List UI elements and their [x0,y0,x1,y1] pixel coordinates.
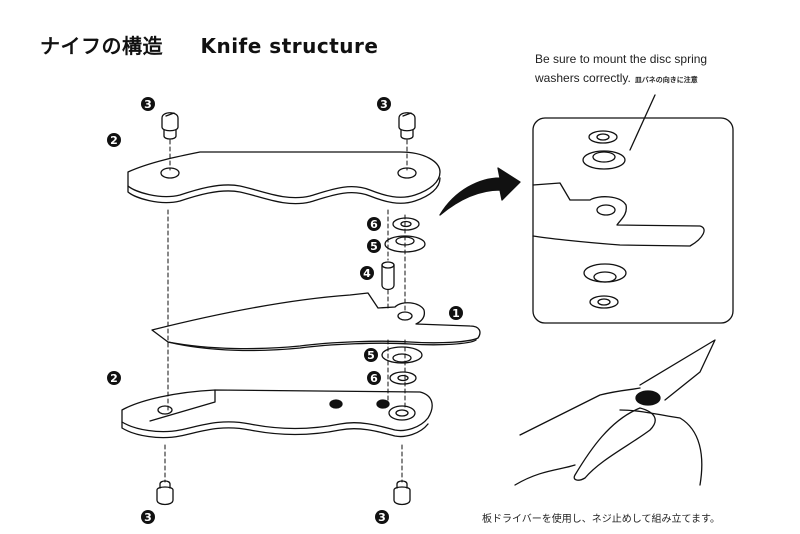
svg-text:4: 4 [363,267,371,280]
svg-text:5: 5 [367,349,375,362]
hand-lower [514,464,576,486]
svg-text:5: 5 [370,240,378,253]
disc-spring-bottom [381,346,423,364]
badge-part-2: 2 [107,371,121,385]
badge-part-5: 5 [364,348,378,362]
screw-hole [157,405,173,415]
handle-plate-outline [127,151,441,199]
badge-part-6: 6 [367,371,381,385]
blade [151,292,481,352]
assembly-hands-illustration [514,339,716,486]
badge-part-3: 3 [141,510,155,524]
badge-part-3: 3 [375,510,389,524]
liner-lock [149,389,216,422]
svg-text:1: 1 [452,307,460,320]
washer-note: Be sure to mount the disc spring washers… [535,50,707,90]
top-handle-plate [127,151,441,205]
badge-part-4: 4 [360,266,374,280]
svg-text:2: 2 [110,134,118,147]
note-japanese: 皿バネの向きに注意 [634,77,698,84]
washer-bottom [389,371,417,385]
knife-handle [573,407,656,481]
title-english: Knife structure [200,34,379,58]
blade-outline [151,292,481,350]
driver-grip [635,390,661,406]
bottom-right-screw [393,480,411,506]
handle-plate-edge [127,177,441,205]
assembly-caption: 板ドライバーを使用し、ネジ止めして組み立てます。 [482,514,720,525]
handle-plate-outline [121,389,433,433]
badge-part-2: 2 [107,133,121,147]
hand-left [519,387,641,436]
badge-part-3: 3 [377,97,391,111]
inset-disc-spring-bottom [583,263,627,283]
hand-right [619,409,703,486]
handle-plate-edge [121,421,429,439]
badge-part-1: 1 [449,306,463,320]
part-number-badges: 3 3 2 6 5 4 1 5 6 2 3 3 [107,97,463,524]
curved-arrow-icon [439,167,521,216]
blade-edge [167,339,477,352]
inset-washer-bottom [589,295,619,309]
pivot-hole [397,311,413,321]
svg-text:6: 6 [370,372,378,385]
page-title: ナイフの構造 Knife structure [40,30,378,59]
badge-part-3: 3 [141,97,155,111]
washer-top [392,217,420,231]
top-left-screw [161,112,179,140]
svg-text:3: 3 [380,98,388,111]
inset-blade [532,182,705,247]
callout-line [629,94,656,151]
badge-part-5: 5 [367,239,381,253]
inset-washer-top [588,130,618,144]
note-line-1: Be sure to mount the disc spring [535,52,708,66]
svg-text:3: 3 [144,98,152,111]
detail-inset [532,94,734,324]
knife-blade [639,339,716,401]
guide-lines [164,139,408,483]
svg-text:6: 6 [370,218,378,231]
inset-disc-spring-top [582,150,626,170]
bottom-left-screw [156,480,174,506]
bottom-handle-plate [121,389,433,439]
title-japanese: ナイフの構造 [40,34,163,58]
svg-text:2: 2 [110,372,118,385]
inset-frame [532,117,734,324]
screw-hole [160,167,180,179]
pin [381,261,395,291]
pin-hole [376,399,390,409]
top-right-screw [398,112,416,140]
note-line-2: washers correctly. [535,71,631,85]
disc-spring-top [384,235,426,253]
stop-pin-hole [329,399,343,409]
badge-part-6: 6 [367,217,381,231]
screw-hole [397,167,417,179]
svg-text:3: 3 [144,511,152,524]
pivot-hole [395,409,409,417]
pivot-boss [388,405,416,421]
svg-text:3: 3 [378,511,386,524]
